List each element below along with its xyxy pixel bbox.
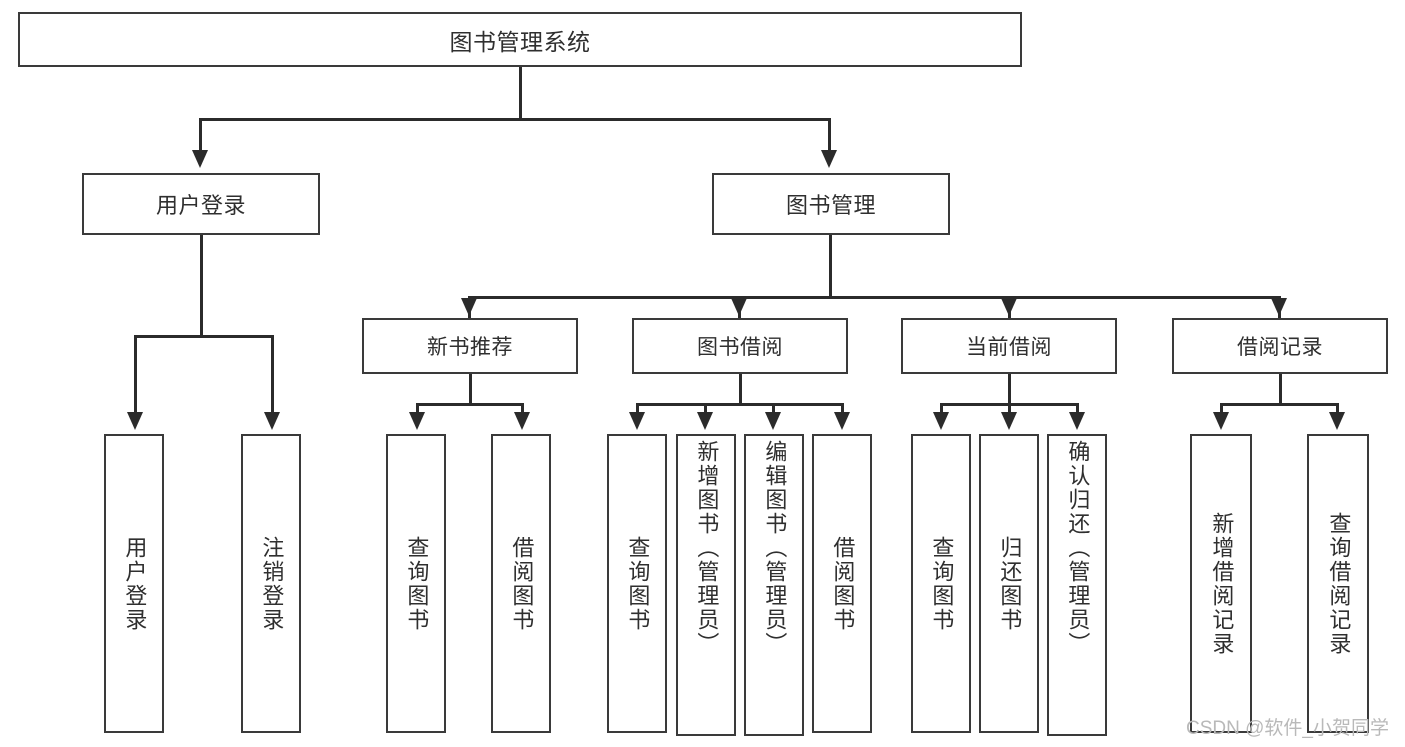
arrow-bb-to-leaf-1 (629, 412, 645, 430)
connector-book-management-trunk (829, 235, 832, 298)
connector-bb-bus (636, 403, 844, 406)
arrow-br-to-leaf-1 (1213, 412, 1229, 430)
connector-cb-to-leaf-3 (1076, 403, 1079, 417)
leaf-return-book[interactable]: 归还图书 (979, 434, 1039, 733)
node-new-book-recommend[interactable]: 新书推荐 (362, 318, 578, 374)
leaf-label: 编辑图书（管理员） (762, 440, 788, 656)
node-borrow-record[interactable]: 借阅记录 (1172, 318, 1388, 374)
leaf-label: 归还图书 (997, 535, 1023, 632)
node-user-login[interactable]: 用户登录 (82, 173, 320, 235)
node-label: 图书管理 (785, 193, 876, 218)
arrow-bb-to-leaf-4 (834, 412, 850, 430)
connector-br-bus (1220, 403, 1339, 406)
node-label: 新书推荐 (427, 336, 513, 359)
connector-user-login-to-leaf-2 (271, 335, 274, 415)
connector-nbr-to-leaf-2 (521, 403, 524, 417)
leaf-add-borrow-record[interactable]: 新增借阅记录 (1190, 434, 1252, 733)
leaf-query-book-cb[interactable]: 查询图书 (911, 434, 971, 733)
arrow-user-login-to-leaf-1 (127, 412, 143, 430)
arrow-root-to-book-management (821, 150, 837, 168)
leaf-query-borrow-record[interactable]: 查询借阅记录 (1307, 434, 1369, 733)
connector-cb-trunk (1008, 374, 1011, 405)
connector-user-login-to-leaf-1 (134, 335, 137, 415)
leaf-label: 确认归还（管理员） (1065, 440, 1091, 656)
leaf-label: 查询图书 (929, 535, 955, 632)
arrow-root-to-user-login (192, 150, 208, 168)
arrow-bm-to-new-book (461, 298, 477, 316)
leaf-logout[interactable]: 注销登录 (241, 434, 301, 733)
arrow-cb-to-leaf-2 (1001, 412, 1017, 430)
leaf-add-book-admin[interactable]: 新增图书（管理员） (676, 434, 736, 736)
connector-br-to-leaf-2 (1336, 403, 1339, 417)
leaf-borrow-book-nbr[interactable]: 借阅图书 (491, 434, 551, 733)
node-label: 图书借阅 (697, 336, 783, 359)
connector-bb-to-leaf-3 (772, 403, 775, 417)
connector-br-trunk (1279, 374, 1282, 405)
arrow-bb-to-leaf-2 (697, 412, 713, 430)
connector-root-bus (199, 118, 831, 121)
leaf-label: 查询借阅记录 (1326, 511, 1352, 656)
connector-nbr-bus (416, 403, 524, 406)
arrow-user-login-to-leaf-2 (264, 412, 280, 430)
connector-user-login-trunk (200, 235, 203, 337)
arrow-bm-to-book-borrow (731, 298, 747, 316)
arrow-nbr-to-leaf-2 (514, 412, 530, 430)
arrow-nbr-to-leaf-1 (409, 412, 425, 430)
node-label: 当前借阅 (966, 336, 1052, 359)
watermark-csdn: CSDN @软件_小贺同学 (1186, 718, 1389, 739)
arrow-bm-to-borrow-record (1271, 298, 1287, 316)
connector-root-to-user-login (199, 118, 202, 153)
arrow-br-to-leaf-2 (1329, 412, 1345, 430)
node-label: 用户登录 (155, 193, 246, 218)
connector-cb-to-leaf-1 (940, 403, 943, 417)
node-label: 借阅记录 (1237, 336, 1323, 359)
connector-user-login-bus (134, 335, 272, 338)
leaf-label: 查询图书 (404, 535, 430, 632)
arrow-bb-to-leaf-3 (765, 412, 781, 430)
connector-book-management-bus (468, 296, 1280, 299)
connector-cb-to-leaf-2 (1008, 403, 1011, 417)
leaf-edit-book-admin[interactable]: 编辑图书（管理员） (744, 434, 804, 736)
connector-root-to-book-management (828, 118, 831, 153)
connector-br-to-leaf-1 (1220, 403, 1223, 417)
connector-root-trunk (519, 67, 522, 118)
leaf-borrow-book-bb[interactable]: 借阅图书 (812, 434, 872, 733)
connector-bb-to-leaf-1 (636, 403, 639, 417)
arrow-cb-to-leaf-1 (933, 412, 949, 430)
node-label: 图书管理系统 (449, 28, 591, 55)
leaf-query-book-bb[interactable]: 查询图书 (607, 434, 667, 733)
connector-bb-trunk (739, 374, 742, 405)
node-book-borrow[interactable]: 图书借阅 (632, 318, 848, 374)
leaf-user-login[interactable]: 用户登录 (104, 434, 164, 733)
arrow-bm-to-current-borrow (1001, 298, 1017, 316)
leaf-query-book-nbr[interactable]: 查询图书 (386, 434, 446, 733)
leaf-label: 借阅图书 (830, 535, 856, 632)
connector-bb-to-leaf-2 (704, 403, 707, 417)
connector-nbr-trunk (469, 374, 472, 405)
node-root-book-management-system[interactable]: 图书管理系统 (18, 12, 1022, 67)
leaf-label: 注销登录 (259, 535, 285, 632)
connector-bb-to-leaf-4 (841, 403, 844, 417)
leaf-label: 用户登录 (122, 535, 148, 632)
node-current-borrow[interactable]: 当前借阅 (901, 318, 1117, 374)
node-book-management[interactable]: 图书管理 (712, 173, 950, 235)
leaf-confirm-return-admin[interactable]: 确认归还（管理员） (1047, 434, 1107, 736)
leaf-label: 新增图书（管理员） (694, 440, 720, 656)
leaf-label: 查询图书 (625, 535, 651, 632)
connector-nbr-to-leaf-1 (416, 403, 419, 417)
leaf-label: 借阅图书 (509, 535, 535, 632)
arrow-cb-to-leaf-3 (1069, 412, 1085, 430)
leaf-label: 新增借阅记录 (1209, 511, 1235, 656)
